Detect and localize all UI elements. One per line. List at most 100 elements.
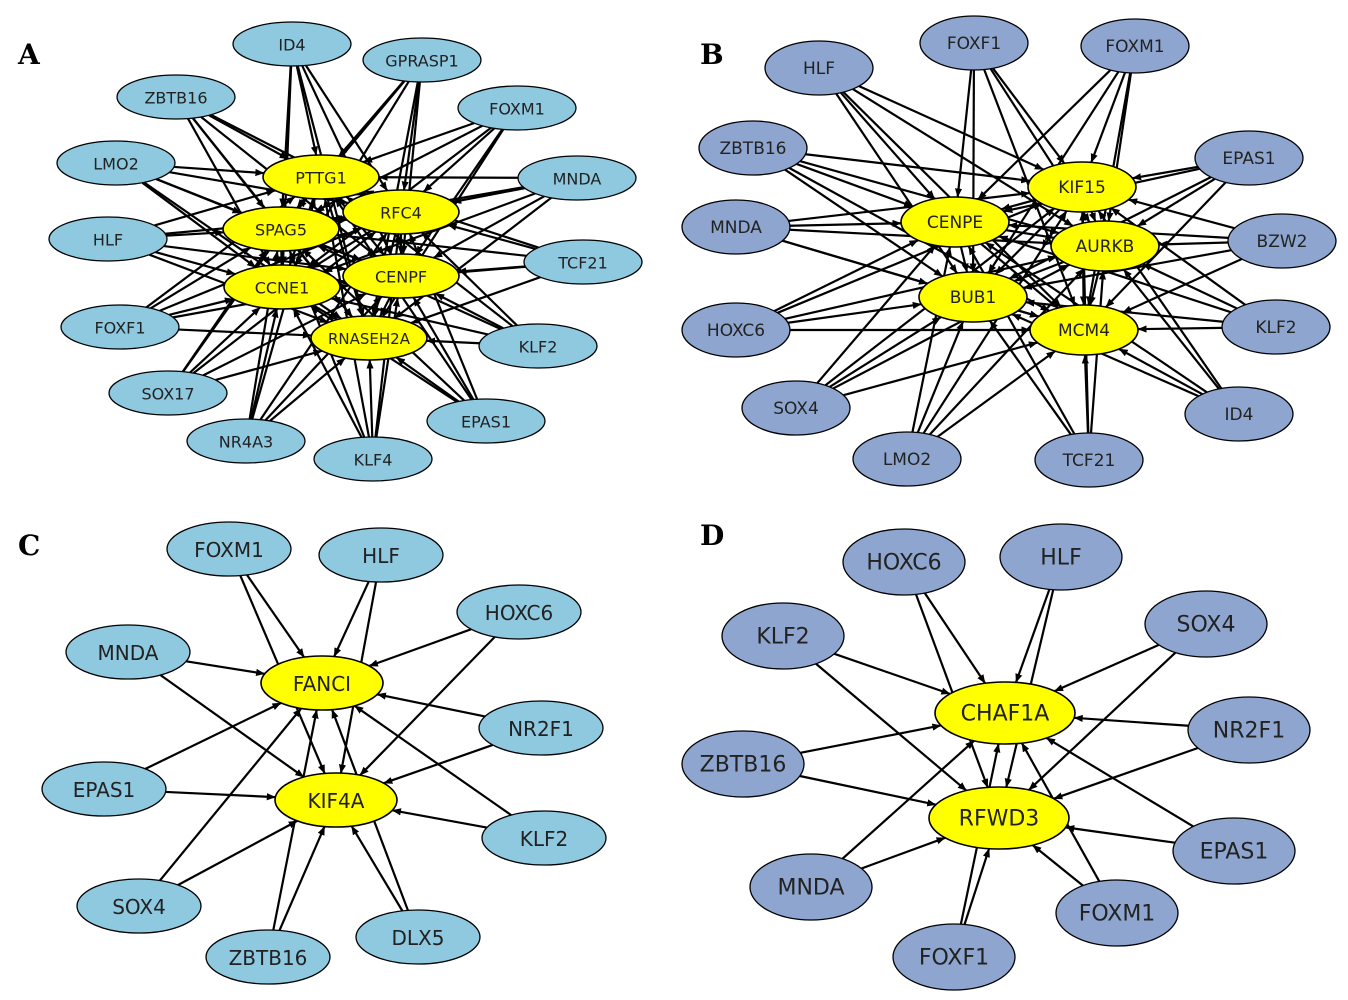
- regulator-label-hlf: HLF: [1040, 546, 1081, 571]
- hub-label-spag5: SPAG5: [255, 221, 307, 240]
- edge-mnda-to-pttg1: [378, 173, 519, 181]
- regulator-ellipse-mnda: [65, 624, 191, 680]
- edge-epas1-to-kif4a: [165, 790, 276, 801]
- edge-foxm1-to-fanci: [246, 574, 305, 658]
- regulator-ellipse-mnda: [517, 155, 637, 201]
- panel-c-label: C: [18, 529, 40, 562]
- regulator-label-foxf1: FOXF1: [919, 946, 989, 971]
- edge-hoxc6-to-bub1: [787, 301, 922, 324]
- regulator-ellipse-hoxc6: [681, 302, 791, 358]
- regulator-ellipse-foxf1: [919, 15, 1029, 71]
- regulator-node-foxm1: FOXM1: [457, 85, 577, 131]
- edge-dlx5-to-kif4a: [350, 825, 404, 912]
- edge-foxm1-to-pttg1: [363, 122, 475, 164]
- regulator-label-zbtb16: ZBTB16: [144, 89, 207, 108]
- regulator-node-nr2f1: NR2F1: [478, 700, 604, 756]
- regulator-label-sox17: SOX17: [141, 385, 194, 404]
- regulator-label-zbtb16: ZBTB16: [229, 946, 308, 970]
- regulator-node-bzw2: BZW2: [1227, 213, 1337, 269]
- hub-node-mcm4: MCM4: [1029, 304, 1139, 356]
- edge-epas1-to-rnaseh2a: [395, 356, 460, 403]
- edge-hoxc6-to-fanci: [368, 628, 472, 667]
- regulator-label-nr4a3: NR4A3: [219, 433, 273, 452]
- edge-bzw2-to-mcm4: [1122, 258, 1243, 314]
- edge-rfc4-to-ccne1: [311, 229, 372, 270]
- edge-cenpf-to-rnaseh2a: [379, 297, 391, 317]
- regulator-label-hlf: HLF: [803, 59, 835, 79]
- hub-ellipse-rfwd3: [928, 786, 1070, 850]
- regulator-node-foxm1: FOXM1: [166, 521, 292, 577]
- edge-cenpe-to-aurkb: [1005, 229, 1055, 241]
- edge-zbtb16-to-rfwd3: [799, 774, 937, 807]
- regulator-ellipse-lmo2: [56, 140, 176, 186]
- regulator-node-hoxc6: HOXC6: [681, 302, 791, 358]
- hub-label-chaf1a: CHAF1A: [961, 702, 1050, 727]
- regulator-label-lmo2: LMO2: [883, 450, 931, 470]
- regulator-ellipse-zbtb16: [681, 730, 805, 798]
- regulator-node-epas1: EPAS1: [1172, 817, 1296, 885]
- regulator-ellipse-klf2: [478, 323, 598, 369]
- regulator-ellipse-hlf: [764, 40, 874, 96]
- regulator-label-hoxc6: HOXC6: [707, 321, 765, 341]
- edge-epas1-to-fanci: [144, 701, 282, 770]
- hub-node-fanci: FANCI: [260, 655, 384, 711]
- edge-zbtb16-to-kif4a: [278, 826, 326, 931]
- edge-sox17-to-cenpf: [202, 292, 367, 377]
- edge-hlf-to-chaf1a: [1014, 589, 1051, 683]
- regulator-label-klf2: KLF2: [1255, 318, 1296, 338]
- regulator-node-nr4a3: NR4A3: [186, 418, 306, 464]
- regulator-node-mnda: MNDA: [517, 155, 637, 201]
- edge-lmo2-to-bub1: [916, 321, 965, 433]
- edge-ccne1-to-cenpf: [335, 278, 346, 286]
- regulator-node-hoxc6: HOXC6: [456, 584, 582, 640]
- hub-label-pttg1: PTTG1: [295, 169, 347, 188]
- edge-bzw2-to-kif15: [1128, 198, 1235, 230]
- edge-gprasp1-to-rfc4: [401, 81, 421, 191]
- panel-a-network: ID4GPRASP1ZBTB16FOXM1LMO2MNDAHLFTCF21FOX…: [48, 21, 643, 482]
- edge-layer: [144, 574, 512, 931]
- regulator-node-hoxc6: HOXC6: [842, 528, 966, 596]
- edge-id4-to-pttg1: [295, 65, 318, 156]
- regulator-node-klf2: KLF2: [1221, 299, 1331, 355]
- regulator-ellipse-zbtb16: [698, 120, 808, 176]
- hub-label-ccne1: CCNE1: [255, 279, 310, 298]
- panel-d-label: D: [700, 519, 724, 552]
- regulator-label-epas1: EPAS1: [1200, 840, 1269, 865]
- edge-sox4-to-chaf1a: [1054, 643, 1160, 693]
- edge-nr2f1-to-chaf1a: [1073, 714, 1189, 727]
- edge-mnda-to-kif15: [788, 190, 1031, 223]
- edge-sox17-to-ccne1: [189, 306, 261, 374]
- hub-node-rfwd3: RFWD3: [928, 786, 1070, 850]
- hub-ellipse-fanci: [260, 655, 384, 711]
- regulator-node-tcf21: TCF21: [523, 239, 643, 285]
- edge-zbtb16-to-chaf1a: [800, 723, 942, 754]
- edge-lmo2-to-aurkb: [928, 268, 1085, 436]
- regulator-ellipse-hlf: [318, 527, 444, 583]
- regulator-label-foxm1: FOXM1: [1079, 902, 1156, 927]
- hub-ellipse-bub1: [918, 271, 1028, 323]
- regulator-node-dlx5: DLX5: [355, 909, 481, 965]
- regulator-node-sox4: SOX4: [741, 380, 851, 436]
- regulator-node-hlf: HLF: [318, 527, 444, 583]
- regulator-node-lmo2: LMO2: [56, 140, 176, 186]
- regulator-label-zbtb16: ZBTB16: [720, 139, 787, 159]
- regulator-node-sox17: SOX17: [108, 370, 228, 416]
- regulator-ellipse-tcf21: [1034, 432, 1144, 488]
- regulator-label-epas1: EPAS1: [1222, 149, 1275, 169]
- edge-pttg1-to-spag5: [296, 197, 306, 209]
- hub-ellipse-rfc4: [342, 189, 460, 235]
- hub-label-mcm4: MCM4: [1058, 321, 1110, 341]
- edge-klf2-to-rfc4: [421, 231, 518, 327]
- edge-nr2f1-to-rfwd3: [1053, 746, 1199, 800]
- regulator-ellipse-id4: [232, 21, 352, 67]
- regulator-label-klf2: KLF2: [519, 338, 558, 357]
- regulator-ellipse-bzw2: [1227, 213, 1337, 269]
- edge-hlf-to-spag5: [166, 229, 225, 237]
- edge-cenpe-to-bub1: [959, 246, 969, 273]
- hub-ellipse-cenpf: [342, 253, 460, 299]
- regulator-label-foxm1: FOXM1: [194, 538, 264, 562]
- edge-hlf-to-kif15: [858, 85, 1044, 171]
